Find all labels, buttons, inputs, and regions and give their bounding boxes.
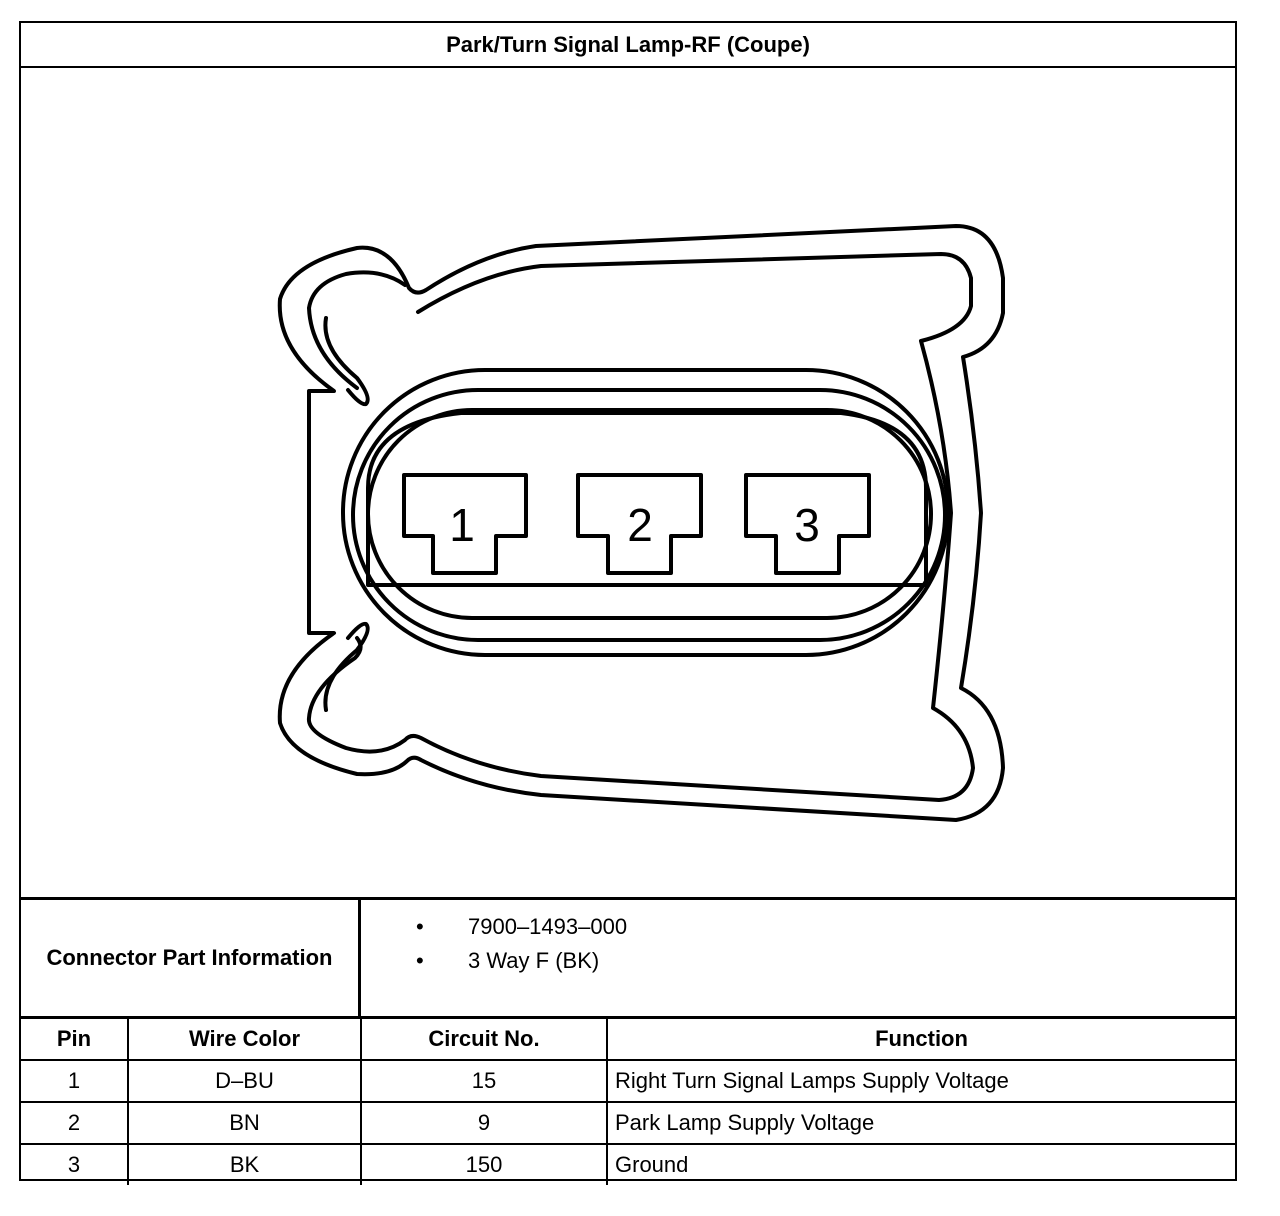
pin-function: Right Turn Signal Lamps Supply Voltage	[606, 1059, 1235, 1103]
wire-color: BK	[127, 1143, 362, 1185]
connector-diagram: 1 2 3	[21, 68, 1235, 900]
header-function: Function	[606, 1019, 1235, 1061]
header-wire-color: Wire Color	[127, 1019, 362, 1061]
part-number: 7900–1493–000	[416, 910, 627, 944]
pin-number: 2	[21, 1101, 129, 1145]
circuit-number: 15	[360, 1059, 608, 1103]
pin-function: Ground	[606, 1143, 1235, 1185]
cavity-1-label: 1	[449, 499, 475, 551]
latch-ear-top	[323, 316, 370, 407]
part-info-list: 7900–1493–000 3 Way F (BK)	[416, 910, 627, 978]
cavity-3-label: 3	[794, 499, 820, 551]
connector-part-info: Connector Part Information 7900–1493–000…	[21, 900, 1235, 1019]
connector-sheet: Park/Turn Signal Lamp-RF (Coupe)	[19, 21, 1237, 1185]
table-row: 1 D–BU 15 Right Turn Signal Lamps Supply…	[21, 1059, 1235, 1103]
wire-color: BN	[127, 1101, 362, 1145]
housing-outline	[277, 224, 1005, 822]
pin-table: Pin Wire Color Circuit No. Function 1 D–…	[21, 1019, 1235, 1185]
seal-ring-middle	[351, 388, 947, 642]
housing-inner-outline	[306, 252, 975, 802]
table-row: 2 BN 9 Park Lamp Supply Voltage	[21, 1101, 1235, 1145]
cavity-3	[744, 473, 871, 575]
cavity-window	[366, 411, 928, 587]
connector-face-drawing: 1 2 3	[277, 224, 1005, 822]
pin-number: 1	[21, 1059, 129, 1103]
wire-color: D–BU	[127, 1059, 362, 1103]
pin-table-header-row: Pin Wire Color Circuit No. Function	[21, 1019, 1235, 1061]
page-title: Park/Turn Signal Lamp-RF (Coupe)	[21, 23, 1235, 68]
circuit-number: 150	[360, 1143, 608, 1185]
table-row: 3 BK 150 Ground	[21, 1143, 1235, 1185]
latch-ear-bottom	[323, 621, 370, 712]
part-info-label: Connector Part Information	[21, 900, 361, 1016]
cavity-2-label: 2	[627, 499, 653, 551]
cavity-2	[576, 473, 703, 575]
connector-type: 3 Way F (BK)	[416, 944, 627, 978]
header-pin: Pin	[21, 1019, 129, 1061]
header-circuit: Circuit No.	[360, 1019, 608, 1061]
pin-number: 3	[21, 1143, 129, 1185]
pin-function: Park Lamp Supply Voltage	[606, 1101, 1235, 1145]
circuit-number: 9	[360, 1101, 608, 1145]
cavity-1	[402, 473, 528, 575]
seal-ring-outer	[341, 368, 950, 657]
